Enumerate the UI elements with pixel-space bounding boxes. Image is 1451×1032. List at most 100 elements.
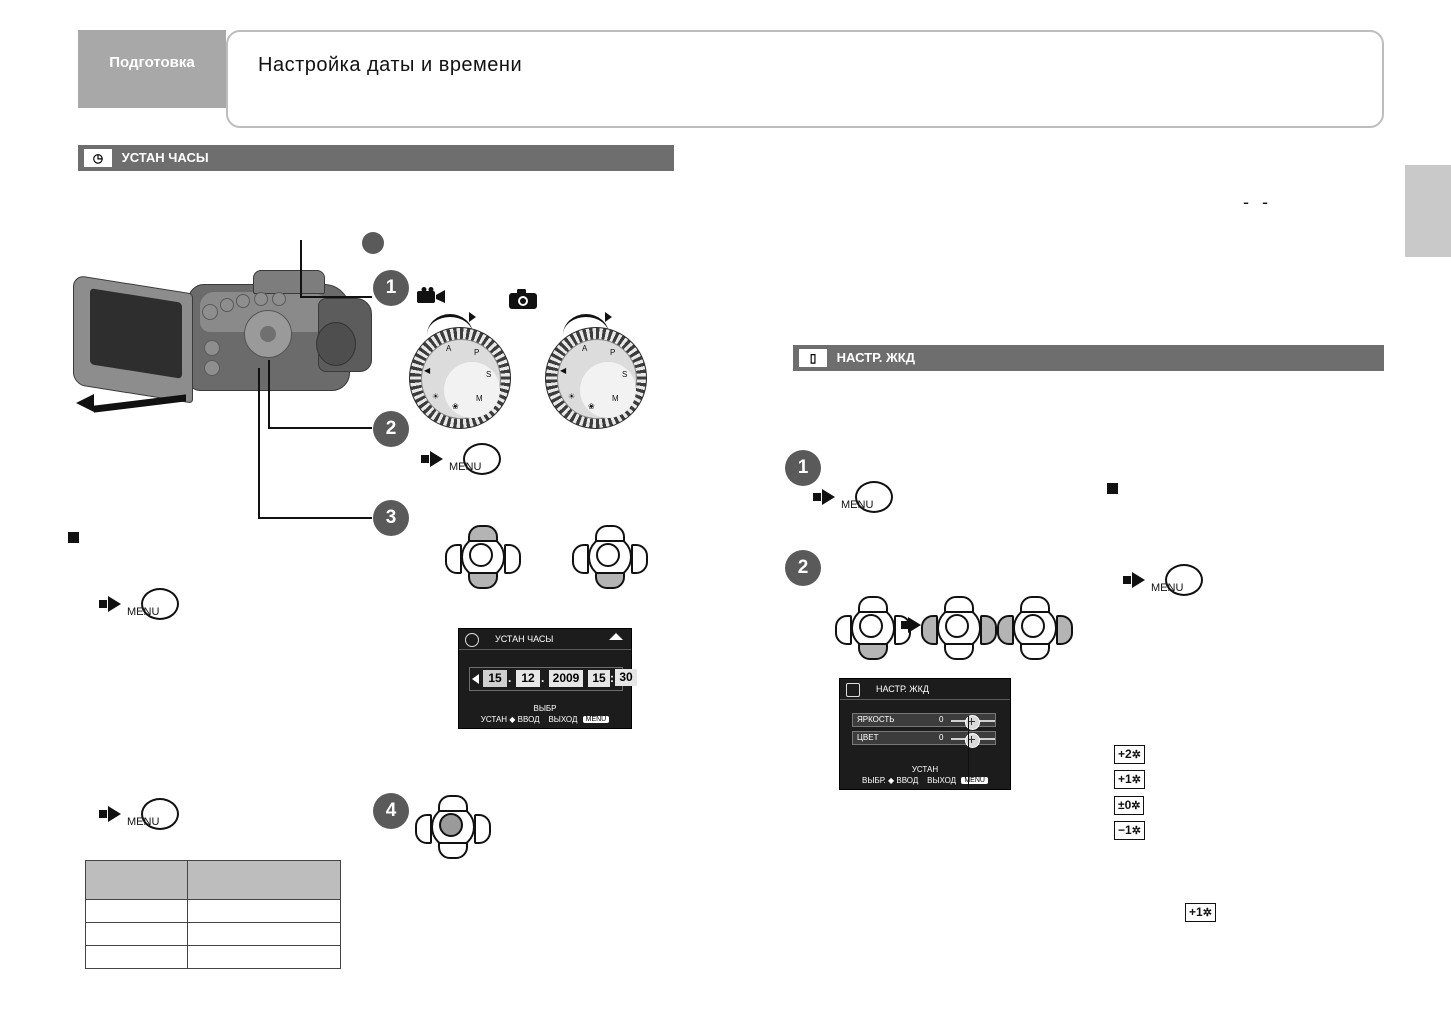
leader-line-2b [268,427,372,429]
table-cell-3-2 [187,945,341,969]
camcorder-lcd-panel [73,274,193,404]
osd-lcd-row-brightness: ЯРКОСТЬ 0 [852,713,996,730]
menu-button-circle-2 [141,588,179,620]
brightness-chip-zero-value: ±0 [1118,798,1132,812]
dial2-mark-m: M [612,394,619,403]
brightness-chip-plus1: +1✲ [1114,770,1145,789]
dpad-right-5 [980,615,997,645]
brightness-chip-plus2-value: +2 [1118,747,1132,761]
table-header-row [84,860,341,900]
table-cell-3-1 [84,945,189,969]
osd-lcd-foot-select: ВЫБР. [862,776,886,785]
section-header-lcd-label: НАСТР. ЖКД [836,350,915,365]
open-lcd-arrow-icon [76,394,94,412]
osd-lcd-header: НАСТР. ЖКД [840,679,1010,700]
camcorder-button-menu [204,340,220,356]
lcd-icon: ▯ [799,349,827,367]
camcorder-button-f [204,360,220,376]
osd-lcd-title: НАСТР. ЖКД [876,684,929,694]
side-index-tab [1405,165,1451,257]
settings-table [84,860,341,969]
brightness-chip-inline: +1✲ [1185,903,1216,922]
mode-dial-photo-inner: ◀ A P S M ❀ ☀ [557,339,637,419]
osd-clock-arrow-left [472,674,479,684]
dpad-left-2 [572,544,589,574]
osd-lcd-foot-enter-icon: ◆ [888,776,897,785]
mode-dial-movie-inner: ◀ A P S M ❀ ☀ [421,339,501,419]
camcorder-button-d [254,292,268,306]
leader-line-3 [258,368,260,518]
open-lcd-arrow-tail [94,394,186,413]
dpad-right-1 [504,544,521,574]
dial-mark-p: P [474,348,480,357]
camcorder-button-a [202,304,218,320]
table-cell-2-2 [187,922,341,946]
arrow-right-stem-1 [421,455,429,463]
arrow-right-stem-5 [901,621,909,629]
osd-clock-month: 12 [516,670,540,687]
menu-button-circle-5 [1165,564,1203,596]
osd-lcd-foot-menu-chip: MENU [961,777,988,784]
note-bullet-1 [68,532,79,543]
menu-button-circle-1 [463,443,501,475]
osd-lcd-row-brightness-label: ЯРКОСТЬ [857,715,895,724]
dpad-down-4 [858,643,888,660]
osd-clock-sep-1: . [508,671,512,685]
dial2-mark-a: A [582,344,588,353]
dial-mark-a: A [446,344,452,353]
arrow-right-icon-6 [1132,572,1145,588]
brightness-chip-minus1: −1✲ [1114,821,1145,840]
osd-lcd-row-color: ЦВЕТ 0 [852,731,996,748]
dial-rotate-arrow-left [427,312,476,339]
still-camera-icon [509,289,537,309]
dpad-right-2 [631,544,648,574]
note-bullet-2 [1107,483,1118,494]
section-header-clock-label: УСТАН ЧАСЫ [121,150,209,165]
table-row [84,922,341,946]
section-header-lcd: ▯ НАСТР. ЖКД [793,345,1384,371]
dial-mark-auto: ☀ [432,392,440,401]
sun-icon: ✲ [1131,774,1141,786]
step-marker-lcd-1: 1 [785,450,821,486]
arrow-right-icon-1 [430,451,443,467]
menu-button-label-5: MENU [1151,582,1184,594]
table-row [84,945,341,969]
step-marker-lcd-2: 2 [785,550,821,586]
leader-line-3b [258,517,372,519]
osd-lcd-footer: УСТАН ВЫБР. ◆ ВВОД ВЫХОД MENU [840,765,1010,785]
camcorder-illustration [68,262,372,437]
osd-lcd-callout-line [968,716,969,790]
step-marker-3: 3 [373,500,409,536]
osd-clock-title: УСТАН ЧАСЫ [495,634,554,644]
dial2-mark-s: S [622,370,628,379]
leader-line-1 [300,240,302,298]
table-row [84,899,341,923]
osd-clock-sep-2: . [541,671,545,685]
dial2-mark-scene: ❀ [588,402,595,411]
step-marker-4: 4 [373,793,409,829]
osd-clock-foot-exit: ВЫХОД [548,715,578,724]
dpad-down-5 [944,643,974,660]
sun-icon: ✲ [1131,749,1141,761]
osd-lcd-foot-set: УСТАН [911,765,939,774]
arrow-right-icon-3 [108,806,121,822]
osd-lcd-foot-enter: ВВОД [896,776,919,785]
dial2-mark-auto: ☀ [568,392,576,401]
osd-clock-foot-enter: ВВОД [517,715,540,724]
osd-clock-foot-enter-icon: ◆ [509,715,518,724]
dpad-graphic-lcd-2 [921,596,997,660]
step-marker-2: 2 [373,411,409,447]
header-tab-label-line1: Подготовка [109,54,195,71]
arrow-right-icon-5 [908,617,921,633]
osd-lcd-row-color-label: ЦВЕТ [857,733,879,742]
osd-clock-header: УСТАН ЧАСЫ [459,629,631,650]
mode-dial-photo-face [580,362,636,418]
arrow-right-stem-2 [99,600,107,608]
osd-clock-day: 15 [483,670,507,687]
dpad-graphic-lcd-1 [835,596,911,660]
dpad-down-3 [438,842,468,859]
menu-button-label-1: MENU [449,461,482,473]
camcorder-top-panel [253,270,325,294]
brightness-chip-zero: ±0✲ [1114,796,1145,815]
page-title: Настройка даты и времени [258,54,523,76]
